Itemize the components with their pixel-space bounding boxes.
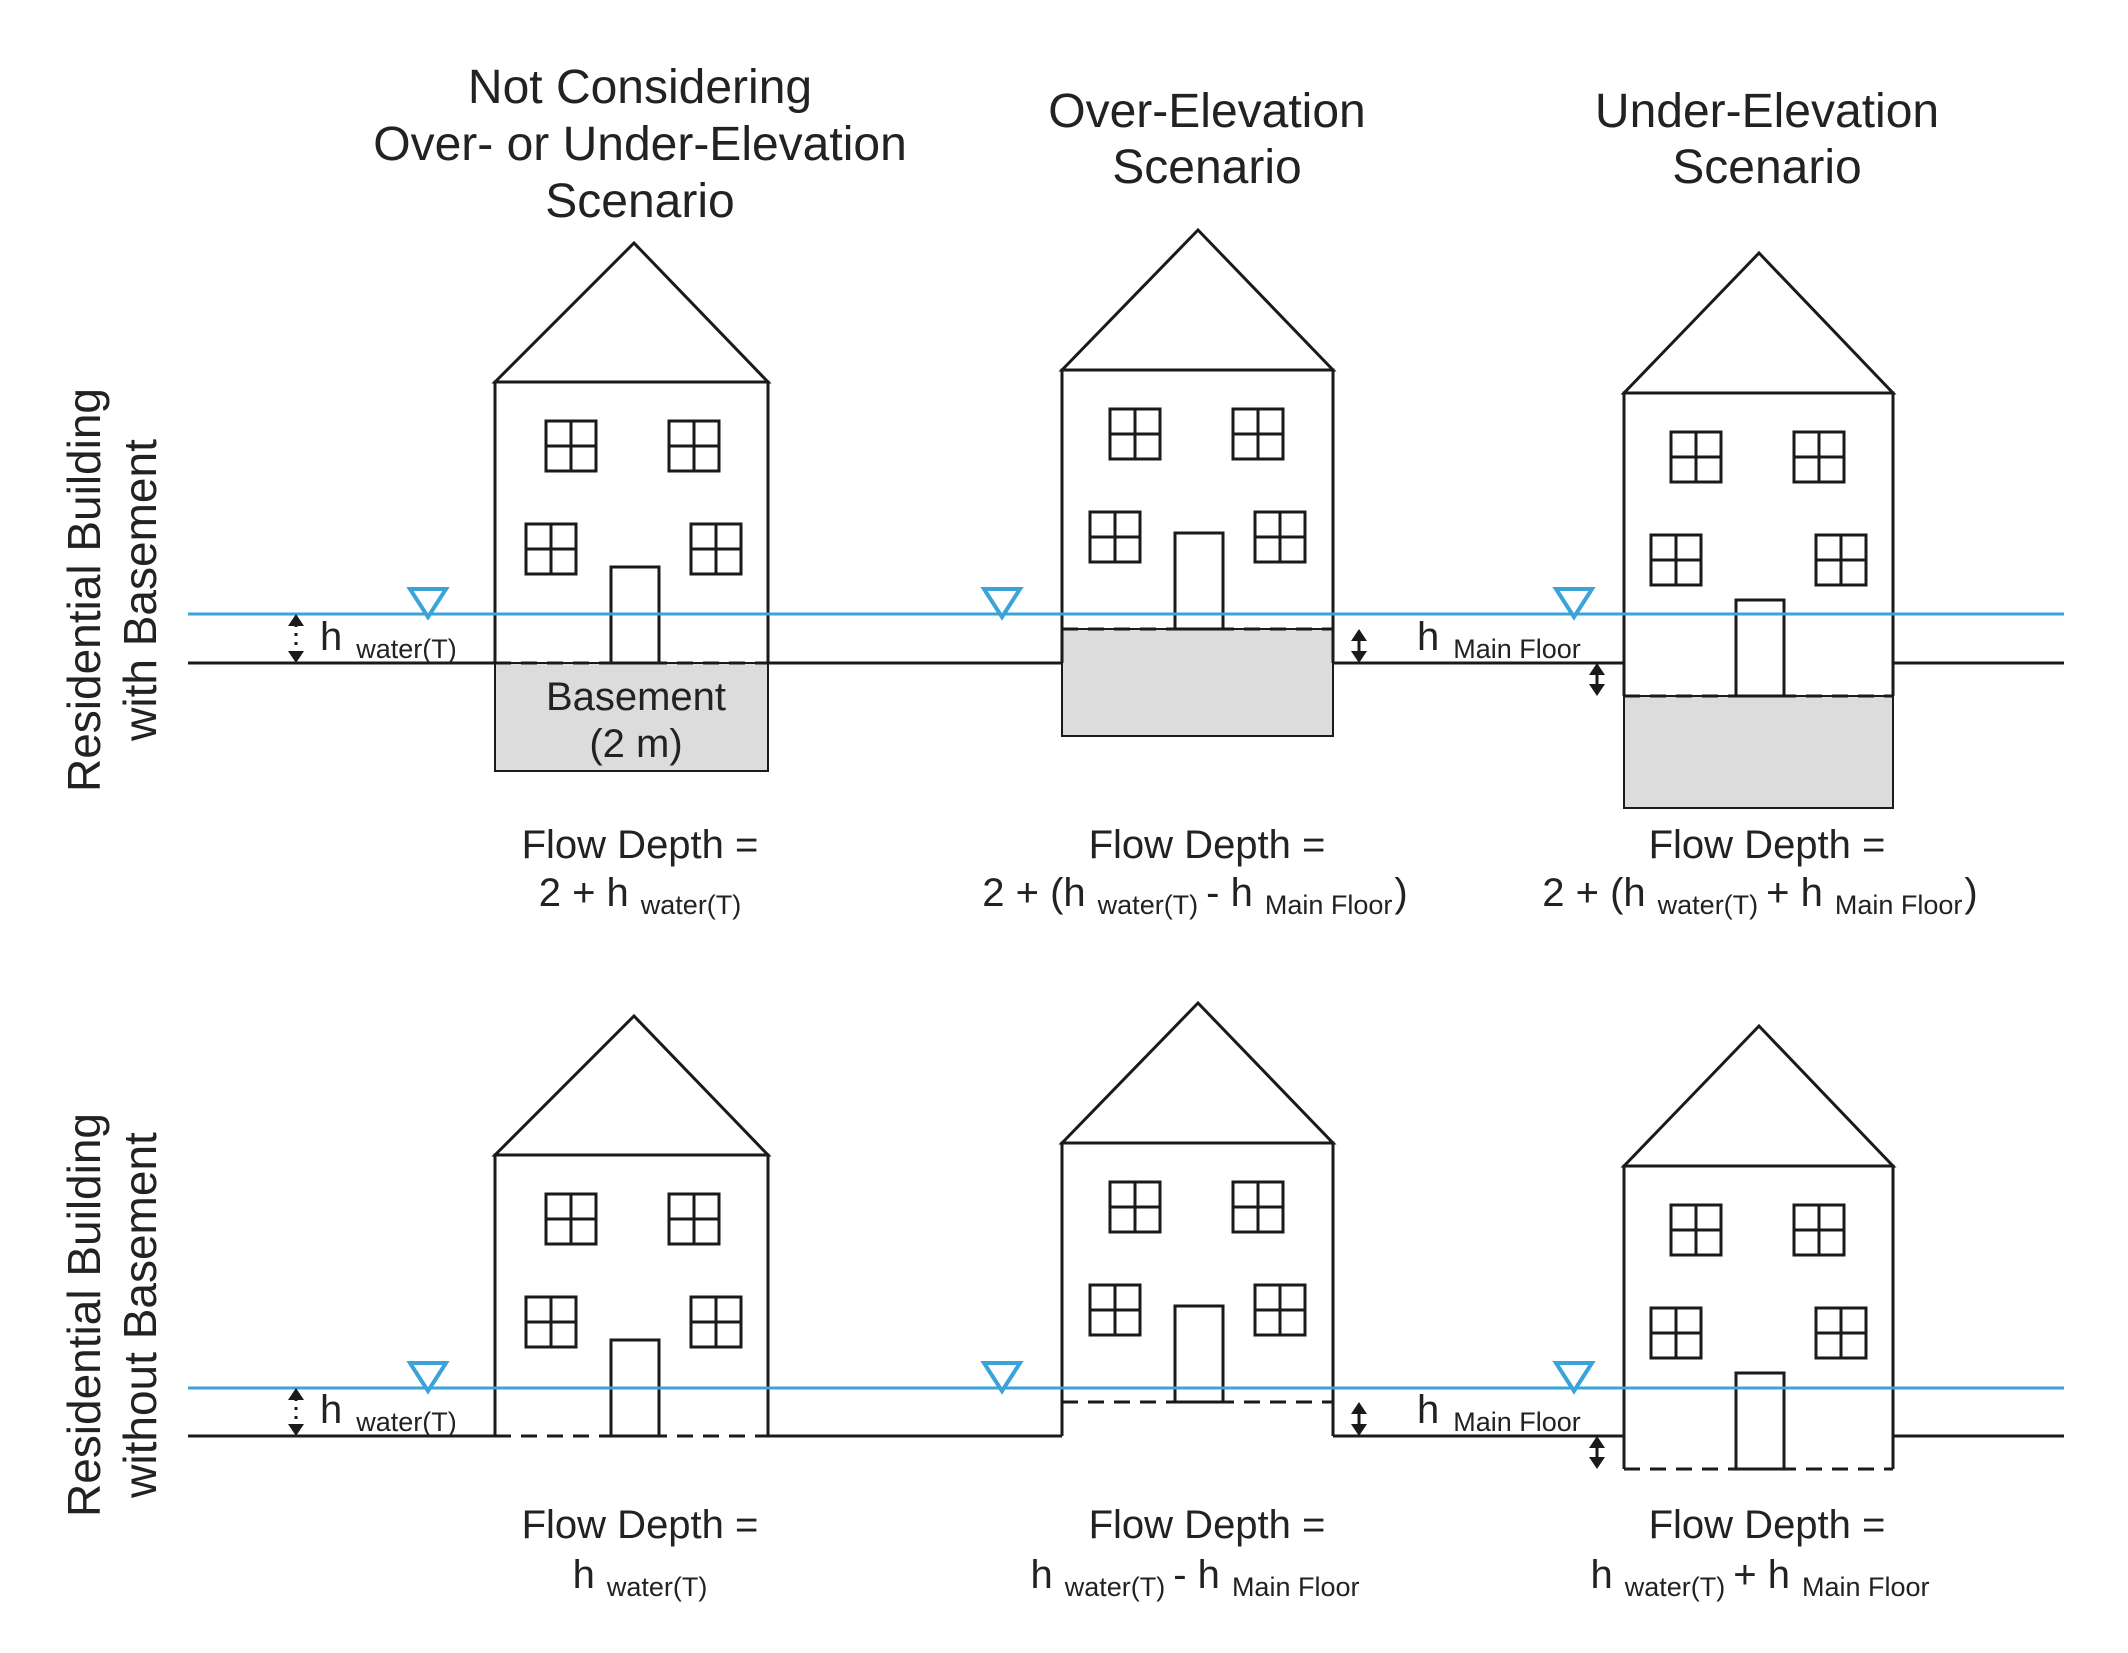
- row1-h-main-floor-arrow-col2-head-up: [1351, 629, 1367, 641]
- row1-house-1-roof: [491, 240, 772, 384]
- column-title-1-line-2: Over- or Under-Elevation: [373, 118, 907, 171]
- row2-h-main-floor-arrow-col2-head-down: [1351, 1424, 1367, 1436]
- row2-house-1-walls: [493, 1153, 770, 1436]
- row2-h-main-floor-arrow-col3-head-down: [1589, 1457, 1605, 1469]
- row-label-2-line-1: Residential Building: [58, 1113, 110, 1517]
- row1-house-3-basement: [1623, 695, 1894, 809]
- row1-house-2-roof: [1058, 227, 1337, 372]
- column-title-2-line-2: Scenario: [1112, 141, 1301, 194]
- row1-house-3-roof: [1620, 250, 1897, 395]
- column-title-3-line-2: Scenario: [1672, 141, 1861, 194]
- flow-depth-heading-r2c3: Flow Depth =: [1649, 1503, 1886, 1547]
- row1-water-level-symbol-1: [406, 587, 450, 621]
- row2-house-1-roof: [491, 1013, 772, 1157]
- row1-water-level-symbol-2: [980, 587, 1024, 621]
- flow-depth-heading-r1c2: Flow Depth =: [1089, 823, 1326, 867]
- row2-water-level-symbol-3: [1552, 1361, 1596, 1395]
- row-label-with-basement: Residential Building with Basement: [58, 388, 166, 792]
- row1-house-3-walls: [1622, 391, 1895, 696]
- row2-house-2-roof: [1058, 1000, 1337, 1145]
- basement-label: Basement: [546, 675, 726, 719]
- row2-h-main-floor-arrow-col2-head-up: [1351, 1402, 1367, 1414]
- row1-h-main-floor-arrow-col2-head-down: [1351, 651, 1367, 663]
- column-title-1: Not Considering Over- or Under-Elevation…: [373, 61, 907, 228]
- row1-h-main-floor-arrow-col3-head-down: [1589, 684, 1605, 696]
- basement-depth-label: (2 m): [589, 722, 682, 766]
- flow-depth-heading-r2c2: Flow Depth =: [1089, 1503, 1326, 1547]
- row2-h-main-floor-arrow-col3-head-up: [1589, 1436, 1605, 1448]
- row1-house-3-door: [1734, 598, 1786, 698]
- column-title-2-line-1: Over-Elevation: [1048, 85, 1365, 138]
- flow-depth-heading-r1c3: Flow Depth =: [1649, 823, 1886, 867]
- row1-h-water-arrow-head-down: [288, 651, 304, 663]
- row-label-without-basement: Residential Building without Basement: [58, 1113, 166, 1517]
- row2-water-level-symbol-1: [406, 1361, 450, 1395]
- row1-house-1-walls: [493, 380, 770, 663]
- column-title-3: Under-Elevation Scenario: [1595, 85, 1939, 194]
- column-title-1-line-3: Scenario: [545, 175, 734, 228]
- row2-house-2-door: [1173, 1304, 1225, 1404]
- flow-depth-heading-r2c1: Flow Depth =: [522, 1503, 759, 1547]
- flow-depth-heading-r1c1: Flow Depth =: [522, 823, 759, 867]
- column-title-3-line-1: Under-Elevation: [1595, 85, 1939, 138]
- row1-house-2-basement: [1061, 628, 1334, 737]
- row2-house-3-roof: [1620, 1023, 1897, 1168]
- row2-house-2-walls: [1060, 1141, 1335, 1436]
- row1-h-main-floor-arrow-col3-head-up: [1589, 663, 1605, 675]
- row-label-1-line-2: with Basement: [114, 439, 166, 742]
- drawing-layer: [188, 227, 2064, 1471]
- row2-h-water-arrow-head-up: [288, 1388, 304, 1400]
- row2-water-level-symbol-2: [980, 1361, 1024, 1395]
- row-label-1-line-1: Residential Building: [58, 388, 110, 792]
- row1-h-water-arrow-head-up: [288, 614, 304, 626]
- row-label-2-line-2: without Basement: [114, 1132, 166, 1499]
- column-title-1-line-1: Not Considering: [468, 61, 812, 114]
- row1-water-level-symbol-3: [1552, 587, 1596, 621]
- row1-house-1-basement: [494, 662, 769, 772]
- column-title-2: Over-Elevation Scenario: [1048, 85, 1365, 194]
- row2-house-3-walls: [1622, 1164, 1895, 1469]
- row2-h-water-arrow-head-down: [288, 1424, 304, 1436]
- row1-house-2-walls: [1060, 368, 1335, 663]
